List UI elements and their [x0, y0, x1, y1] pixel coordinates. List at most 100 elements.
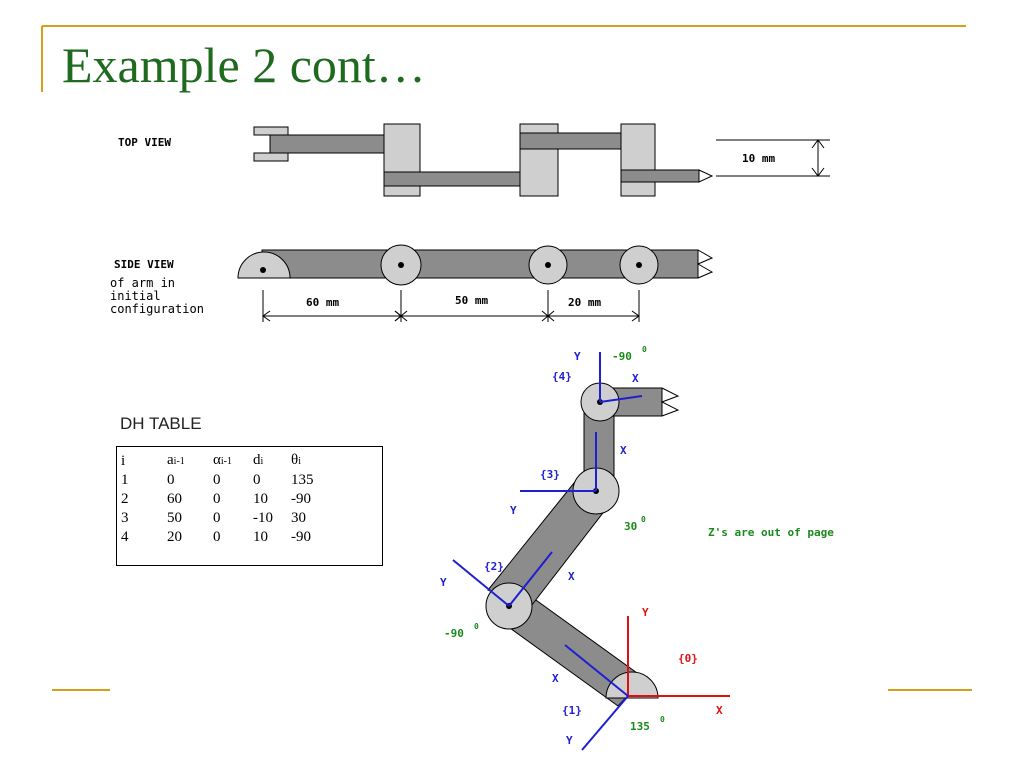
frame2-y-axis: [452, 559, 510, 607]
angle-135-label: 135: [630, 720, 650, 733]
dh-cell: 0: [213, 472, 221, 488]
side-base-dot: [260, 267, 266, 273]
frame4-x-label: X: [632, 372, 639, 385]
angle-neg90-b-label: -90: [612, 350, 632, 363]
dh-header-d: di: [253, 451, 291, 471]
angle-30-degree: 0: [641, 515, 646, 524]
dh-header-theta: θi: [291, 451, 335, 471]
side-view-label-1: SIDE VIEW: [114, 258, 174, 271]
dh-cell: 0: [213, 491, 221, 507]
frame0-y-label: Y: [642, 606, 649, 619]
dh-cell: -90: [291, 529, 311, 545]
dh-header-d-base: d: [253, 452, 261, 468]
dh-cell: 0: [167, 472, 175, 488]
arm-base-joint: [605, 671, 659, 699]
frame2-x-label: X: [568, 570, 575, 583]
frame4-x-axis: [599, 395, 643, 403]
frame1-x-axis: [564, 644, 629, 697]
dh-cell: 0: [213, 510, 221, 526]
dh-header-a-sub: i-1: [173, 456, 185, 467]
frame1-y-axis: [581, 695, 629, 751]
dh-cell: 2: [121, 491, 129, 507]
top-dim-arrow-head-up: [811, 139, 825, 149]
top-dim-label: 10 mm: [742, 152, 775, 165]
dh-header-i: i: [121, 452, 126, 469]
dh-table-caption: DH TABLE: [120, 414, 202, 433]
frame0-x-label: X: [716, 704, 723, 717]
frame3-label: {3}: [540, 468, 560, 481]
frame0-label: {0}: [678, 652, 698, 665]
dh-header-a: ai-1: [167, 451, 213, 471]
dh-table-header-row: i ai-1 αi-1 di θi: [121, 451, 335, 471]
dh-cell: 3: [121, 510, 129, 526]
dh-header-alpha-base: α: [213, 452, 221, 468]
frame3-y-label: Y: [510, 504, 517, 517]
dh-cell: 20: [167, 529, 182, 545]
dh-table-box: i ai-1 αi-1 di θi 1 0 0 0 135 2 60 0 10 …: [116, 446, 383, 566]
dh-header-d-sub: i: [260, 456, 264, 467]
side-view-label-2: of arm in: [110, 276, 175, 290]
dh-header-theta-sub: i: [298, 456, 301, 467]
side-joint-2-dot: [398, 262, 404, 268]
angle-neg90-a-label: -90: [444, 627, 464, 640]
frame3-x-label: X: [620, 444, 627, 457]
frame1-x-label: X: [552, 672, 559, 685]
side-dim-tick-1: [262, 310, 271, 322]
frame2-x-axis: [508, 551, 553, 607]
side-view-label-3: initial: [110, 289, 161, 303]
side-view-label-4: configuration: [110, 302, 204, 316]
frame2-label: {2}: [484, 560, 504, 573]
dh-cell: 0: [253, 472, 261, 488]
table-row: 4 20 0 10 -90: [121, 528, 335, 547]
frame4-label: {4}: [552, 370, 572, 383]
dh-cell: 1: [121, 472, 129, 488]
dh-header-a-base: a: [167, 452, 174, 468]
top-joint-3: [620, 123, 656, 197]
dh-cell: 135: [291, 472, 314, 488]
side-dim-label-1: 60 mm: [306, 296, 339, 309]
top-dim-arrow-head-down: [811, 167, 825, 177]
table-row: 3 50 0 -10 30: [121, 509, 335, 528]
side-base-joint: [237, 251, 291, 279]
dh-header-theta-base: θ: [291, 452, 299, 468]
table-row: 1 0 0 0 135: [121, 471, 335, 490]
side-dim-tick-3: [541, 310, 555, 322]
angle-neg90-a-degree: 0: [474, 622, 479, 631]
frame1-label: {1}: [562, 704, 582, 717]
side-dim-tick-4: [631, 310, 640, 322]
angle-135-degree: 0: [660, 715, 665, 724]
dh-table: i ai-1 αi-1 di θi 1 0 0 0 135 2 60 0 10 …: [121, 451, 335, 547]
dh-cell: 10: [253, 529, 268, 545]
dh-cell: -10: [253, 510, 273, 526]
frame4-y-label: Y: [574, 350, 581, 363]
arm-end-effector: [660, 387, 680, 417]
dh-cell: 10: [253, 491, 268, 507]
dh-cell: 4: [121, 529, 129, 545]
dh-cell: -90: [291, 491, 311, 507]
top-view-label: TOP VIEW: [118, 136, 171, 149]
frame1-y-label: Y: [566, 734, 573, 747]
dh-cell: 50: [167, 510, 182, 526]
side-dim-label-2: 50 mm: [455, 294, 488, 307]
table-row: 2 60 0 10 -90: [121, 490, 335, 509]
frame2-y-label: Y: [440, 576, 447, 589]
slide-title: Example 2 cont…: [62, 37, 426, 93]
dh-header-alpha-sub: i-1: [220, 456, 232, 467]
angle-30-label: 30: [624, 520, 637, 533]
dh-cell: 30: [291, 510, 306, 526]
dh-cell: 60: [167, 491, 182, 507]
side-joint-4-dot: [636, 262, 642, 268]
top-end-effector-tip: [698, 169, 714, 183]
z-axis-note: Z's are out of page: [708, 526, 834, 539]
angle-neg90-b-degree: 0: [642, 345, 647, 354]
dh-header-alpha: αi-1: [213, 451, 253, 471]
side-dim-tick-2b: [394, 310, 408, 322]
dh-cell: 0: [213, 529, 221, 545]
side-dim-label-3: 20 mm: [568, 296, 601, 309]
side-end-effector: [696, 249, 714, 279]
side-joint-3-dot: [545, 262, 551, 268]
